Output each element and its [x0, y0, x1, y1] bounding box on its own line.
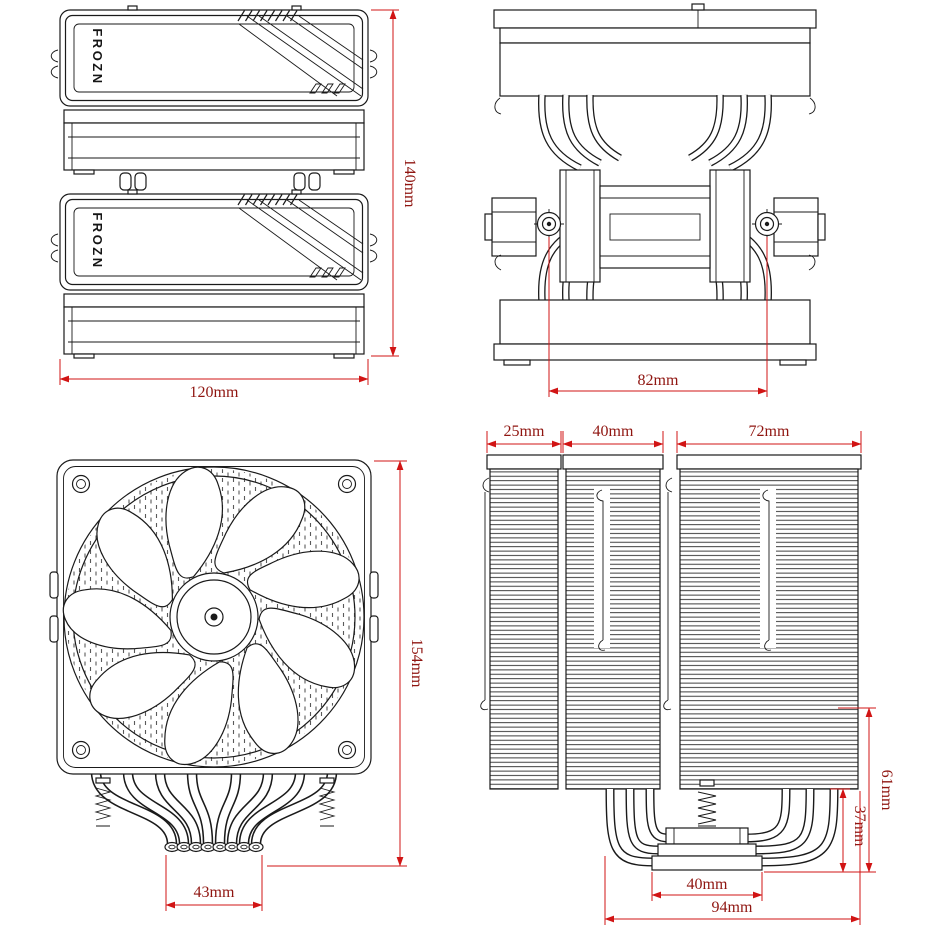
spring-screw-right	[752, 209, 782, 239]
view-front-heatpipes: 82mm	[484, 3, 826, 397]
dim-label-40mm-top: 40mm	[593, 423, 634, 440]
dim-label-61mm: 61mm	[878, 770, 895, 811]
dimension-screw-spacing-82: 82mm	[548, 237, 768, 397]
frame-side-tabs	[49, 571, 379, 643]
view-side-towers: 25mm 40mm 72mm 61mm 37mm 40mm	[480, 423, 895, 925]
rear-top-cap	[676, 454, 862, 470]
base-spring-screw	[697, 779, 717, 827]
wire-clip	[494, 97, 816, 115]
dimension-heatpipe-cluster-43: 43mm	[165, 855, 263, 911]
fan-top-cap	[486, 454, 562, 470]
brand-label: FROZN	[90, 28, 105, 85]
dim-label-72mm: 72mm	[749, 423, 790, 440]
fan-mount-holes	[71, 474, 357, 760]
dimension-total-depth-94: 94mm	[604, 791, 861, 925]
clip-channel	[594, 486, 610, 648]
front-fan-stack	[489, 468, 559, 790]
top-clip	[691, 3, 705, 11]
dim-label-94mm: 94mm	[712, 899, 753, 916]
dim-label-140mm: 140mm	[401, 159, 418, 208]
heatpipe-end-caps	[164, 841, 264, 853]
fin-top-cap	[562, 454, 664, 470]
heatpipes-bottom	[90, 771, 338, 853]
dimension-rear-section-72: 72mm	[676, 423, 862, 453]
dim-label-120mm: 120mm	[190, 384, 239, 401]
dimension-total-height-154: 154mm	[267, 460, 425, 867]
dim-label-40mm-base: 40mm	[687, 876, 728, 893]
clip-channel	[760, 486, 776, 648]
dim-label-82mm: 82mm	[638, 372, 679, 389]
dimension-width-120: 120mm	[59, 359, 369, 401]
front-fin-stack	[565, 468, 661, 790]
fan-wire-clip	[480, 477, 490, 711]
fan-hub	[169, 572, 259, 662]
heatpipes-upper	[537, 94, 773, 172]
heatpipe-end	[134, 172, 147, 191]
dimension-height-140: 140mm	[371, 9, 418, 357]
dim-label-25mm: 25mm	[504, 423, 545, 440]
mount-spring-right	[318, 777, 336, 827]
dimension-fan-thickness-25: 25mm	[486, 423, 562, 453]
heatpipe-end	[293, 172, 306, 191]
view-top-fans: FROZN FROZN 140mm 120mm	[50, 5, 418, 401]
wire-clip	[494, 254, 816, 271]
fan-wire-clip	[663, 477, 673, 711]
cold-plate-base	[651, 827, 763, 871]
dimension-front-fin-40: 40mm	[562, 423, 664, 453]
dimension-heatpipe-height-61: 61mm	[764, 707, 895, 873]
heatpipes-to-base	[605, 788, 839, 867]
mounting-assembly	[484, 169, 826, 283]
dim-label-43mm: 43mm	[194, 884, 235, 901]
spring-screw-left	[534, 209, 564, 239]
mount-spring-left	[94, 777, 112, 827]
heatpipe-end	[119, 172, 132, 191]
brand-label: FROZN	[90, 212, 105, 269]
view-fan-front: 154mm 43mm	[49, 458, 425, 911]
dimension-base-width-40: 40mm	[651, 872, 763, 901]
dim-label-154mm: 154mm	[408, 639, 425, 688]
heatpipe-end	[308, 172, 321, 191]
